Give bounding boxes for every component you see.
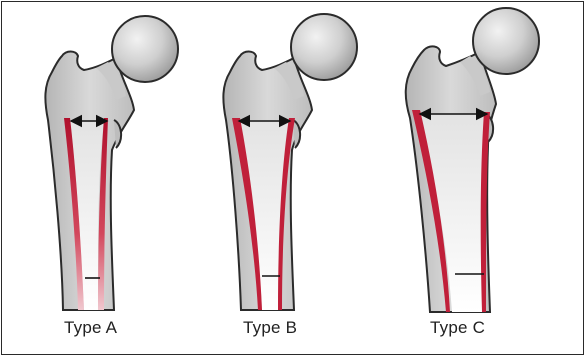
femoral-head-c — [473, 8, 539, 74]
label-type-a: Type A — [64, 318, 117, 338]
femoral-head-a — [112, 16, 178, 82]
label-type-c: Type C — [430, 318, 485, 338]
femur-type-c — [406, 8, 539, 312]
femoral-head-b — [291, 14, 357, 80]
femur-type-a — [45, 16, 178, 310]
femur-type-b — [223, 14, 357, 310]
label-type-b: Type B — [243, 318, 297, 338]
